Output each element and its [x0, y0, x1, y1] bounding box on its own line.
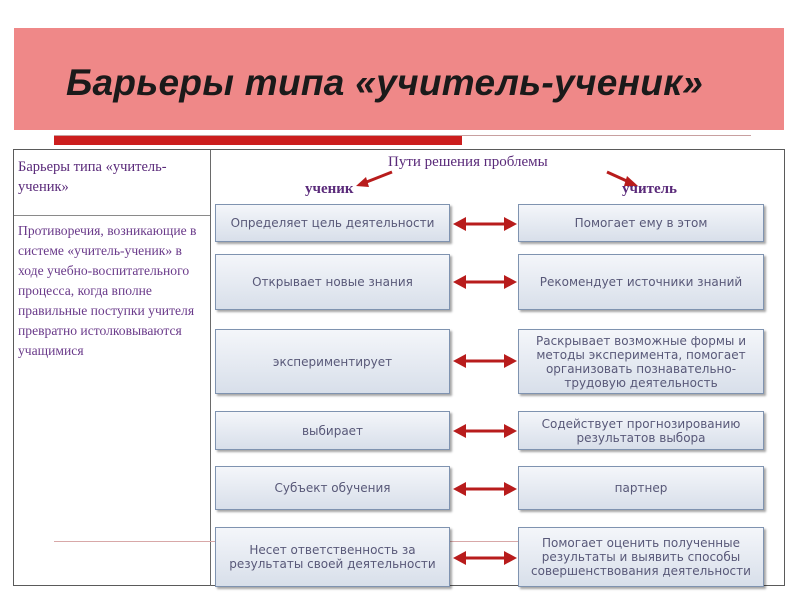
- accent-bar: [54, 136, 462, 145]
- teacher-action-box: Помогает ему в этом: [518, 204, 764, 242]
- double-arrow-icon: [453, 217, 517, 231]
- slide-title: Барьеры типа «учитель-ученик»: [66, 62, 704, 103]
- student-column-label: ученик: [305, 181, 354, 197]
- student-action-box: Субъект обучения: [215, 466, 450, 510]
- header-row-divider: [14, 215, 210, 216]
- title-banner: [14, 28, 784, 130]
- double-arrow-icon: [453, 275, 517, 289]
- teacher-action-box: партнер: [518, 466, 764, 510]
- student-action-box: экспериментирует: [215, 329, 450, 394]
- teacher-action-box: Содействует прогнозированию результатов …: [518, 411, 764, 450]
- column-divider: [210, 150, 211, 586]
- double-arrow-icon: [453, 551, 517, 565]
- solutions-title: Пути решения проблемы: [388, 154, 548, 170]
- double-arrow-icon: [453, 424, 517, 438]
- title-underline: [54, 135, 751, 136]
- double-arrow-icon: [453, 354, 517, 368]
- student-header-arrow-icon: [356, 170, 393, 187]
- student-action-box: Несет ответственность за результаты свое…: [215, 527, 450, 587]
- left-column-header: Барьеры типа «учитель-ученик»: [18, 159, 167, 195]
- teacher-action-box: Помогает оценить полученные результаты и…: [518, 527, 764, 587]
- double-arrow-icon: [453, 482, 517, 496]
- teacher-action-box: Рекомендует источники знаний: [518, 254, 764, 310]
- student-action-box: выбирает: [215, 411, 450, 450]
- left-column-description: Противоречия, возникающие в системе «учи…: [18, 223, 197, 358]
- student-action-box: Открывает новые знания: [215, 254, 450, 310]
- teacher-action-box: Раскрывает возможные формы и методы эксп…: [518, 329, 764, 394]
- teacher-header-arrow-icon: [606, 170, 638, 186]
- student-action-box: Определяет цель деятельности: [215, 204, 450, 242]
